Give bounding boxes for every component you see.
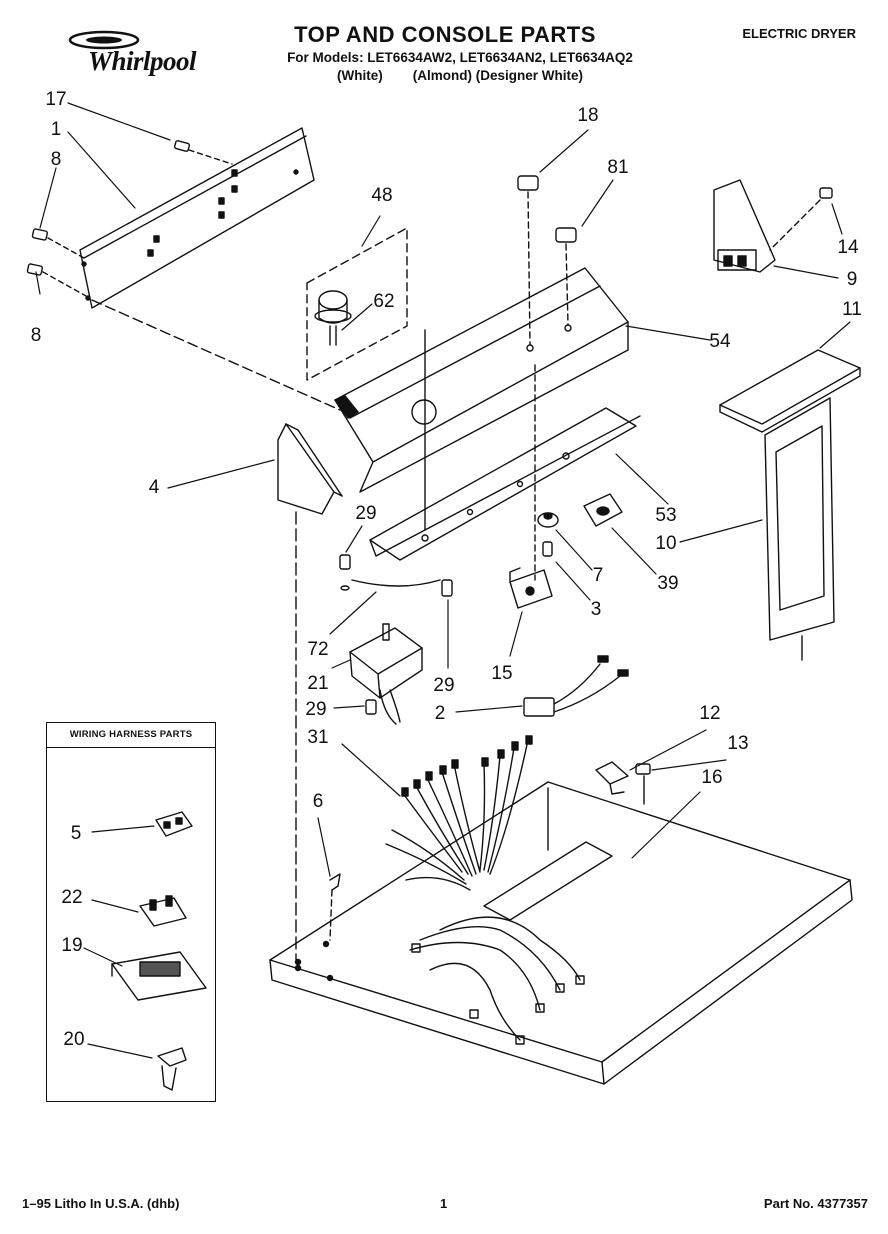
inset-part-5 xyxy=(155,811,193,837)
screw-29a-part xyxy=(339,554,351,591)
kit-48-part xyxy=(306,227,408,381)
switch-15-part xyxy=(509,567,553,609)
callout-21: 21 xyxy=(307,673,329,694)
callout-2: 2 xyxy=(434,703,446,724)
callout-54: 54 xyxy=(709,331,731,352)
product-type: ELECTRIC DRYER xyxy=(742,26,856,41)
litho-note: 1–95 Litho In U.S.A. (dhb) xyxy=(22,1196,180,1211)
brand-name: Whirlpool xyxy=(87,46,197,76)
rear-panel-part xyxy=(79,127,315,309)
timer-21-part xyxy=(349,623,423,725)
inset-callout-19: 19 xyxy=(61,935,83,956)
wiring-harness-part xyxy=(385,735,585,1045)
page-title: TOP AND CONSOLE PARTS xyxy=(294,22,596,47)
screw-3-part xyxy=(542,541,553,557)
whirlpool-logo: Whirlpool xyxy=(62,28,222,78)
callout-11: 11 xyxy=(842,299,862,320)
callout-4: 4 xyxy=(148,477,160,498)
console-part xyxy=(334,267,629,493)
callout-8: 8 xyxy=(30,325,42,346)
knob-81-part xyxy=(555,227,577,326)
screw-17-part xyxy=(173,140,233,165)
wire-72-part xyxy=(351,579,441,587)
callout-62: 62 xyxy=(373,291,395,312)
switch-7-part xyxy=(537,512,559,528)
callout-12: 12 xyxy=(699,703,721,724)
bracket-9-part xyxy=(713,179,833,273)
screw-13-part xyxy=(635,763,651,805)
end-cap-part xyxy=(277,423,343,961)
callout-29: 29 xyxy=(433,675,455,696)
switch-39-part xyxy=(583,493,623,527)
callout-7: 7 xyxy=(592,565,604,586)
callout-3: 3 xyxy=(590,599,602,620)
callout-29: 29 xyxy=(355,503,377,524)
connector-2-part xyxy=(523,655,629,717)
inset-callout-22: 22 xyxy=(61,887,83,908)
callout-10: 10 xyxy=(655,533,677,554)
callout-8: 8 xyxy=(50,149,62,170)
wiring-harness-inset: WIRING HARNESS PARTS xyxy=(46,722,216,1102)
callout-1: 1 xyxy=(50,119,62,140)
callout-leaders xyxy=(35,102,851,1059)
callout-9: 9 xyxy=(846,269,858,290)
callout-39: 39 xyxy=(657,573,679,594)
screw-8a-part xyxy=(31,228,85,259)
callout-81: 81 xyxy=(607,157,629,178)
callout-15: 15 xyxy=(491,663,513,684)
inset-part-22 xyxy=(139,895,187,927)
callout-6: 6 xyxy=(312,791,324,812)
lint-duct-part xyxy=(764,397,835,661)
callout-14: 14 xyxy=(837,237,859,258)
inset-callout-5: 5 xyxy=(70,823,82,844)
lint-screen-part xyxy=(719,349,861,433)
screw-29c-part xyxy=(365,699,377,715)
callout-29: 29 xyxy=(305,699,327,720)
inset-heading: WIRING HARNESS PARTS xyxy=(47,723,215,748)
inset-callout-20: 20 xyxy=(63,1029,85,1050)
screw-29b-part xyxy=(441,579,453,597)
knob-18-part xyxy=(517,175,539,346)
colors-line: (White) (Almond) (Designer White) xyxy=(337,68,583,83)
logo-swoosh-icon xyxy=(68,30,140,50)
clip-6-part xyxy=(329,873,341,941)
callout-13: 13 xyxy=(727,733,749,754)
callout-31: 31 xyxy=(307,727,329,748)
callout-16: 16 xyxy=(701,767,723,788)
screw-8b-part xyxy=(26,263,87,297)
models-line: For Models: LET6634AW2, LET6634AN2, LET6… xyxy=(287,50,633,65)
inset-part-20 xyxy=(157,1047,187,1091)
top-panel-part xyxy=(269,781,853,1085)
page-number: 1 xyxy=(440,1196,448,1211)
callout-53: 53 xyxy=(655,505,677,526)
bracket-12-part xyxy=(595,761,629,795)
callout-48: 48 xyxy=(371,185,393,206)
part-number: Part No. 4377357 xyxy=(763,1196,868,1211)
control-bracket-part xyxy=(369,329,641,581)
callout-18: 18 xyxy=(577,105,599,126)
inset-part-19 xyxy=(111,951,207,1001)
callout-17: 17 xyxy=(45,89,67,110)
callout-72: 72 xyxy=(307,639,329,660)
